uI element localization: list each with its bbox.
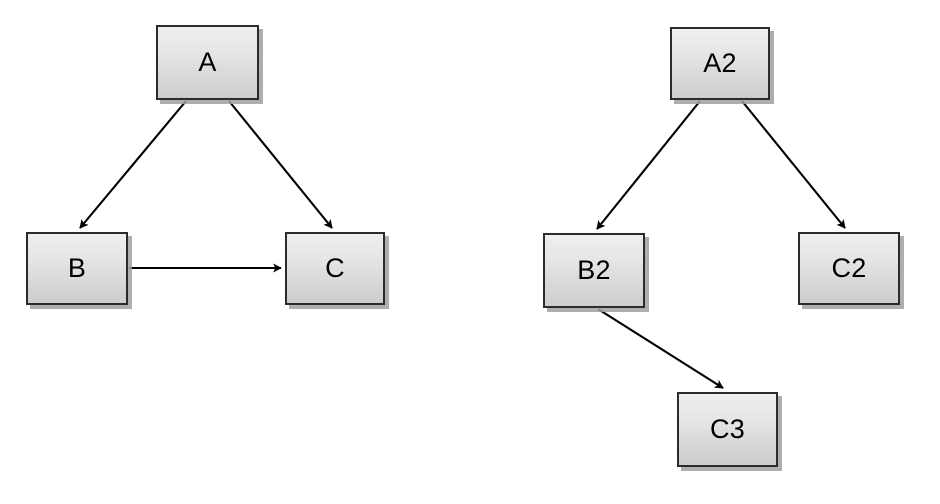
node-a[interactable]: A — [156, 25, 259, 100]
node-a-label: A — [198, 47, 217, 77]
edge-a2-to-c2 — [741, 100, 846, 228]
node-b2-label: B2 — [577, 255, 611, 285]
node-a2-label: A2 — [703, 48, 737, 78]
node-c2[interactable]: C2 — [798, 232, 900, 305]
node-c[interactable]: C — [285, 232, 385, 305]
edge-a2-to-b2 — [596, 100, 701, 229]
node-c2-label: C2 — [831, 253, 867, 283]
node-b-label: B — [67, 253, 87, 283]
edge-a-to-b — [79, 100, 187, 229]
node-c3[interactable]: C3 — [677, 392, 778, 467]
node-b2[interactable]: B2 — [543, 233, 645, 308]
node-c3-label: C3 — [710, 414, 745, 444]
node-c-label: C — [325, 253, 345, 283]
edge-b2-to-c3 — [597, 308, 723, 389]
edge-a-to-c — [228, 100, 333, 228]
node-b[interactable]: B — [26, 232, 128, 305]
node-a2[interactable]: A2 — [670, 27, 770, 100]
